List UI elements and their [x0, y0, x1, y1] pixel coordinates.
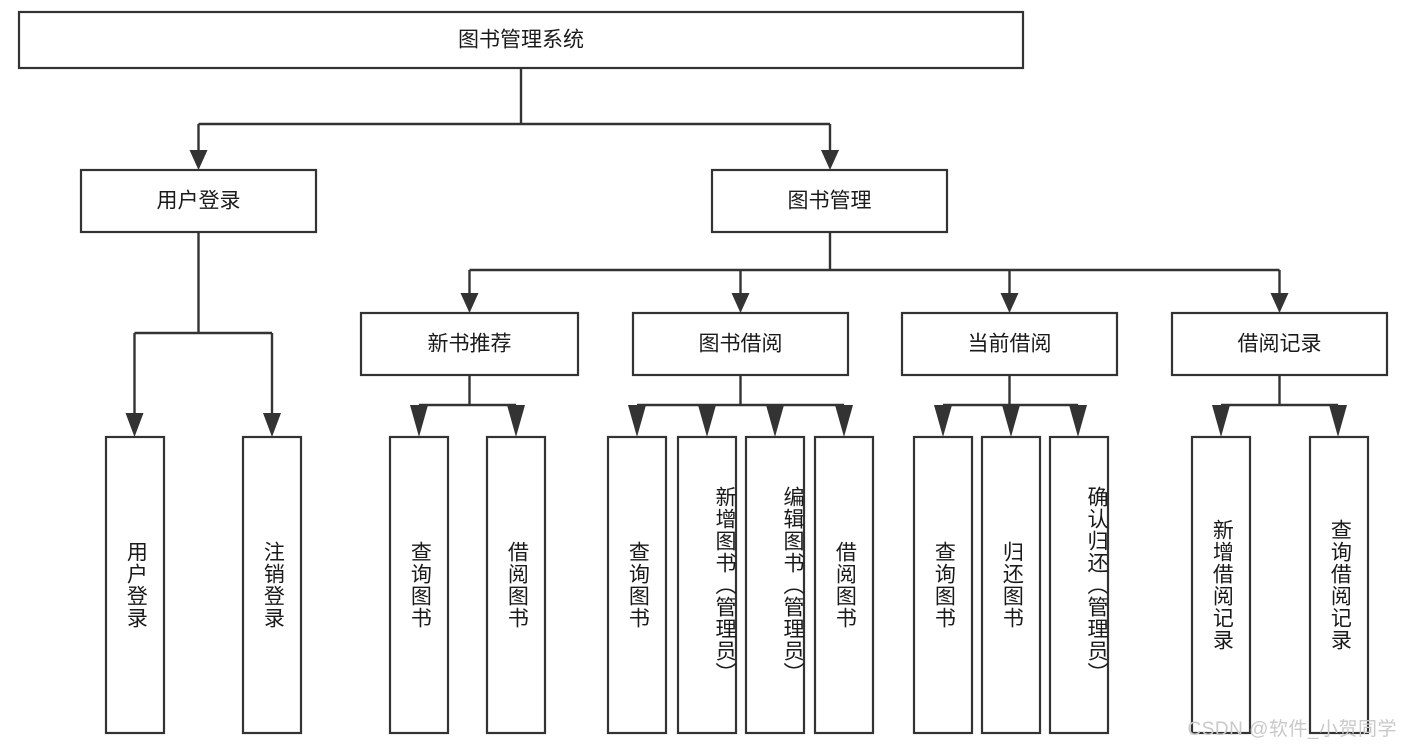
node-root[interactable]	[17, 10, 1025, 70]
node-book-borrow[interactable]	[631, 311, 850, 377]
node-leaf-query-book-1[interactable]	[388, 435, 450, 735]
node-borrow-record-label: 借阅记录	[1238, 333, 1322, 356]
node-new-book-recommend[interactable]	[359, 311, 580, 377]
node-leaf-query-record[interactable]	[1308, 435, 1370, 735]
arrowhead-leaf-add-record	[1212, 405, 1230, 437]
node-book-management[interactable]	[710, 168, 949, 234]
node-borrow-record[interactable]	[1170, 311, 1389, 377]
horizontal-label-layer: 图书管理系统 用户登录 图书管理 新书推荐 图书借阅 当前借阅 借阅记录	[157, 29, 1322, 356]
node-leaf-add-record[interactable]	[1190, 435, 1252, 735]
node-leaf-query-book-2[interactable]	[606, 435, 668, 735]
arrowhead-leaf-query-book-2	[628, 405, 646, 437]
arrowhead-leaf-query-book-3	[934, 405, 952, 437]
arrowhead-leaf-edit-book	[766, 405, 784, 437]
node-user-login-label: 用户登录	[157, 190, 241, 213]
node-leaf-edit-book[interactable]	[744, 435, 806, 735]
node-leaf-confirm-return[interactable]	[1048, 435, 1110, 735]
arrowhead-leaf-return-book	[1002, 405, 1020, 437]
watermark-text: CSDN @软件_小贺同学	[1187, 719, 1397, 740]
arrowhead-leaf-borrow-book-1	[507, 405, 525, 437]
arrowhead-user-login	[189, 150, 208, 170]
node-leaf-borrow-book-1[interactable]	[485, 435, 547, 735]
node-leaf-logout[interactable]	[241, 435, 303, 735]
node-current-borrow-label: 当前借阅	[968, 333, 1052, 356]
node-book-borrow-label: 图书借阅	[699, 333, 783, 356]
node-root-label: 图书管理系统	[458, 29, 584, 52]
node-book-management-label: 图书管理	[788, 190, 872, 213]
arrowhead-current-borrow	[1000, 293, 1019, 313]
arrowhead-book-management	[821, 150, 839, 170]
node-leaf-return-book[interactable]	[980, 435, 1042, 735]
arrowhead-leaf-add-book	[698, 405, 716, 437]
node-layer	[17, 10, 1389, 735]
node-leaf-user-login[interactable]	[104, 435, 166, 735]
arrowhead-leaf-confirm-return	[1069, 405, 1087, 437]
node-leaf-borrow-book-2[interactable]	[813, 435, 875, 735]
arrowhead-book-borrow	[731, 293, 750, 313]
connector-layer	[125, 68, 1347, 437]
node-new-book-recommend-label: 新书推荐	[428, 333, 512, 356]
node-leaf-query-book-3[interactable]	[912, 435, 974, 735]
arrowhead-leaf-logout	[263, 413, 281, 437]
arrowhead-leaf-user-login	[125, 413, 144, 437]
node-user-login[interactable]	[79, 168, 318, 234]
arrowhead-leaf-query-book-1	[410, 405, 428, 437]
arrowhead-borrow-record	[1270, 293, 1289, 313]
arrowhead-new-book-recommend	[460, 293, 479, 313]
node-current-borrow[interactable]	[900, 311, 1119, 377]
arrowhead-leaf-query-record	[1329, 405, 1347, 437]
arrowhead-leaf-borrow-book-2	[835, 405, 853, 437]
node-leaf-add-book[interactable]	[676, 435, 738, 735]
